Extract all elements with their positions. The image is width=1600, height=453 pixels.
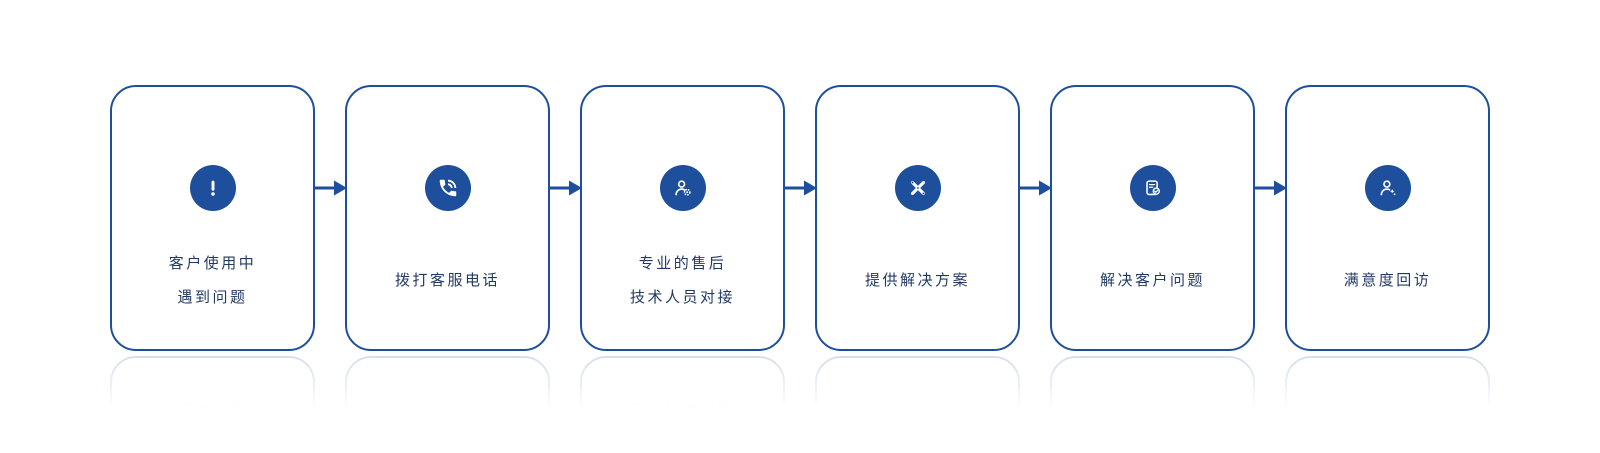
arrow-right-icon	[1251, 178, 1287, 198]
support-engineer-icon	[659, 165, 706, 211]
flow-step-card-2: 拨打客服电话	[345, 85, 550, 351]
step-label: 拨打客服电话	[347, 264, 548, 298]
step-label-line: 满意度回访	[1343, 272, 1432, 289]
flow-step-card-4: 提供解决方案	[815, 85, 1020, 351]
arrow-right-icon	[546, 178, 582, 198]
step-label-line: 解决客户问题	[1099, 272, 1205, 289]
flow-step-card-1: 客户使用中 遇到问题	[110, 85, 315, 351]
flow-row: 客户使用中 遇到问题 拨打客服电话	[0, 85, 1600, 351]
customer-satisfaction-icon	[1364, 165, 1411, 211]
step-label-line: 拨打客服电话	[394, 272, 500, 289]
crossed-tools-icon	[894, 165, 941, 211]
arrow-right-icon	[1016, 178, 1052, 198]
document-check-icon	[1129, 165, 1176, 211]
step-label-line: 提供解决方案	[864, 272, 970, 289]
step-label: 解决客户问题	[1052, 264, 1253, 298]
step-label-line: 技术人员对接	[629, 289, 735, 306]
phone-call-icon	[424, 165, 471, 211]
arrow-right-icon	[781, 178, 817, 198]
step-label: 客户使用中 遇到问题	[112, 247, 313, 315]
flow-step-card-3: 专业的售后 技术人员对接	[580, 85, 785, 351]
exclamation-icon	[189, 165, 236, 211]
step-label: 满意度回访	[1287, 264, 1488, 298]
step-label: 提供解决方案	[817, 264, 1018, 298]
flow-step-card-6: 满意度回访	[1285, 85, 1490, 351]
flow-step-card-5: 解决客户问题	[1050, 85, 1255, 351]
step-label-line: 专业的售后	[638, 255, 727, 272]
arrow-right-icon	[311, 178, 347, 198]
step-label-line: 遇到问题	[177, 289, 248, 306]
step-label-line: 客户使用中	[168, 255, 257, 272]
step-label: 专业的售后 技术人员对接	[582, 247, 783, 315]
